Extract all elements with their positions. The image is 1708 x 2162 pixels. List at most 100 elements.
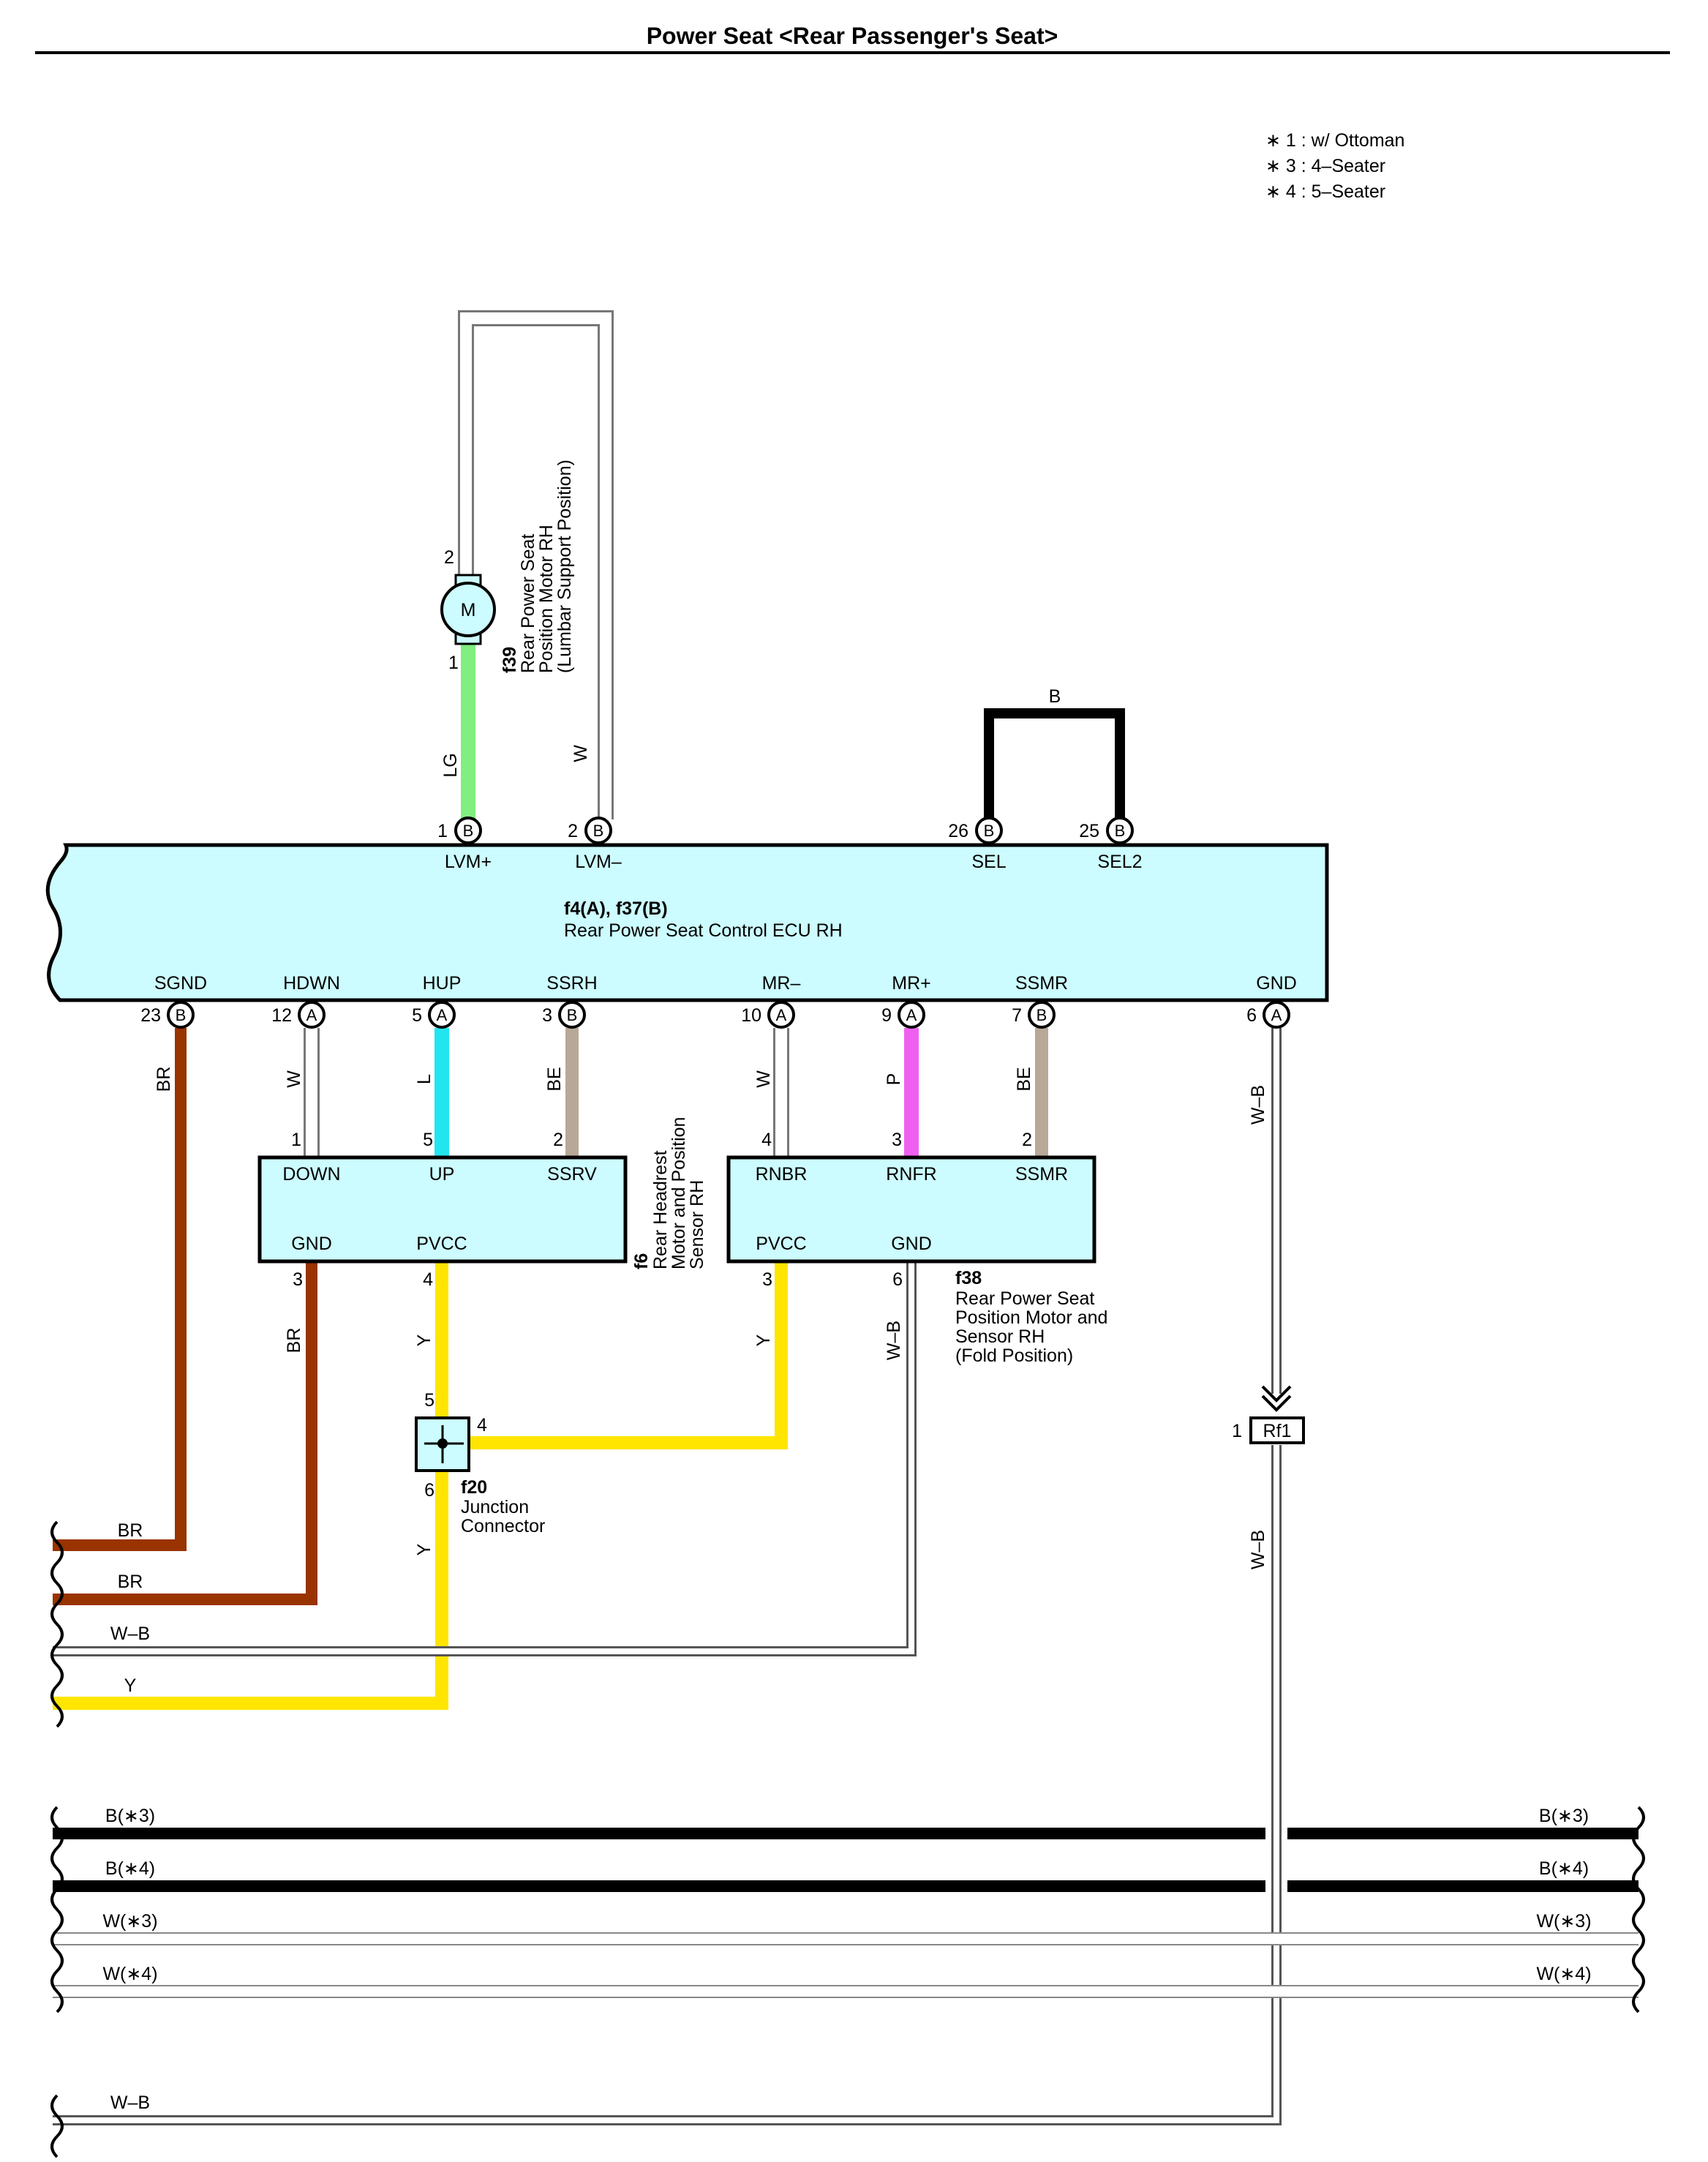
svg-text:PVCC: PVCC (416, 1234, 467, 1254)
svg-text:MR+: MR+ (892, 973, 930, 994)
ecu-bottom-pin-mr-plus: MR+ A 9 (881, 973, 931, 1029)
svg-text:10: 10 (741, 1005, 761, 1026)
motor-symbol: M (461, 600, 476, 620)
note-4-seater: ∗ 3 : 4–Seater (1265, 156, 1385, 176)
f38-name-2: Position Motor and (955, 1307, 1107, 1328)
right-break-marks (1632, 1806, 1645, 2013)
svg-text:3: 3 (762, 1269, 772, 1290)
svg-text:A: A (1271, 1006, 1282, 1024)
svg-text:SEL: SEL (971, 852, 1006, 872)
wire-label-p-mrp: P (884, 1073, 904, 1086)
wire-label-lg: LG (440, 753, 461, 777)
motor-f39-name-3: (Lumbar Support Position) (554, 459, 575, 673)
f6-label: f6 Rear Headrest Motor and Position Sens… (631, 1117, 707, 1269)
svg-text:SGND: SGND (154, 973, 207, 994)
ecu-top-pin-lvm-minus: B 2 LVM– (568, 817, 622, 872)
ecu-bottom-pin-gnd: GND A 6 (1246, 973, 1297, 1029)
wire-label-wb-rf1: W–B (1248, 1530, 1268, 1569)
svg-text:5: 5 (423, 1130, 433, 1150)
note-5-seater: ∗ 4 : 5–Seater (1265, 181, 1385, 202)
wire-y-f38-pvcc (468, 1258, 788, 1449)
svg-text:3: 3 (293, 1269, 303, 1290)
wire-label-br-f6: BR (284, 1328, 304, 1354)
left-break-marks (50, 1520, 64, 2158)
svg-text:B: B (567, 1006, 578, 1024)
f6-box (257, 1155, 628, 1264)
ecu-bottom-pin-ssrh: SSRH B 3 (542, 973, 598, 1029)
junction-pin-5: 5 (424, 1390, 434, 1411)
left-bus-wb: W–B (110, 1624, 150, 1644)
junction-f20-name-1: Junction (461, 1497, 529, 1517)
rf1-connector (1249, 1416, 1305, 1444)
f38-box (726, 1155, 1096, 1264)
wire-label-be-ssmr: BE (1014, 1067, 1034, 1091)
wire-label-l-hup: L (414, 1074, 434, 1084)
svg-text:2: 2 (568, 821, 578, 841)
wire-label-wb-f38: W–B (884, 1321, 904, 1360)
bus-b3-right-label: B(∗3) (1539, 1806, 1589, 1826)
svg-text:RNBR: RNBR (756, 1164, 808, 1185)
svg-text:HUP: HUP (423, 973, 462, 994)
svg-text:5: 5 (412, 1005, 422, 1026)
page-title: Power Seat <Rear Passenger's Seat> (647, 23, 1058, 49)
f6-name-3: Sensor RH (687, 1180, 707, 1269)
wire-w-lvm-minus (458, 310, 614, 819)
svg-text:GND: GND (291, 1234, 332, 1254)
svg-text:3: 3 (542, 1005, 552, 1026)
svg-text:UP: UP (429, 1164, 455, 1185)
svg-text:A: A (906, 1006, 917, 1024)
svg-text:B: B (984, 822, 995, 840)
bus-w3-right-label: W(∗3) (1536, 1911, 1591, 1932)
svg-text:1: 1 (291, 1130, 301, 1150)
svg-text:3: 3 (892, 1130, 902, 1150)
ecu-bottom-pin-hup: HUP A 5 (412, 973, 462, 1029)
left-bus-br-2: BR (118, 1572, 143, 1592)
svg-text:A: A (437, 1006, 448, 1024)
bus-w4-left-label: W(∗4) (102, 1964, 157, 1984)
svg-text:B: B (463, 822, 474, 840)
ecu-name: Rear Power Seat Control ECU RH (564, 920, 843, 941)
ecu-top-pin-sel2: B 25 SEL2 (1079, 817, 1143, 872)
wire-label-be-ssrh: BE (544, 1067, 565, 1091)
motor-pin-1: 1 (448, 653, 459, 673)
wire-br-f6-gnd (53, 1258, 317, 1605)
ecu-bottom-pin-mr-minus: MR– A 10 (741, 973, 800, 1029)
svg-text:LVM+: LVM+ (445, 852, 492, 872)
bus-w4-right-label: W(∗4) (1536, 1964, 1591, 1984)
f38-pins: 4 RNBR 3 RNFR 2 SSMR PVCC 3 GND 6 (756, 1130, 1069, 1290)
f38-name-4: (Fold Position) (955, 1345, 1073, 1366)
wire-label-y-f20: Y (414, 1543, 434, 1555)
svg-text:LVM–: LVM– (575, 852, 622, 872)
svg-text:B: B (1037, 1006, 1047, 1024)
wire-label-w-hdwn: W (284, 1070, 304, 1088)
svg-text:RNFR: RNFR (886, 1164, 936, 1185)
ecu-bottom-pin-ssmr: SSMR B 7 (1012, 973, 1068, 1029)
wire-label-b-sel: B (1049, 686, 1061, 707)
svg-text:DOWN: DOWN (282, 1164, 340, 1185)
svg-text:A: A (306, 1006, 317, 1024)
svg-text:9: 9 (881, 1005, 892, 1026)
f38-id: f38 (955, 1268, 982, 1288)
ecu-top-pin-sel: B 26 SEL (948, 817, 1007, 872)
f38-name-3: Sensor RH (955, 1326, 1045, 1347)
svg-text:26: 26 (948, 821, 968, 841)
note-ottoman: ∗ 1 : w/ Ottoman (1265, 130, 1404, 151)
svg-text:B: B (593, 822, 604, 840)
motor-pin-2: 2 (444, 547, 454, 568)
wire-label-br-sgnd: BR (154, 1067, 174, 1092)
f6-pins: 1 DOWN 5 UP 2 SSRV GND 3 PVCC 4 (282, 1130, 597, 1290)
bus-w3-left-label: W(∗3) (102, 1911, 157, 1932)
svg-text:SSMR: SSMR (1015, 973, 1068, 994)
ecu-top-pin-lvm-plus: B 1 LVM+ (437, 817, 492, 872)
f38-name-1: Rear Power Seat (955, 1288, 1094, 1309)
svg-text:GND: GND (1256, 973, 1297, 994)
svg-text:4: 4 (423, 1269, 433, 1290)
svg-text:6: 6 (892, 1269, 903, 1290)
rf1-pin: 1 (1232, 1421, 1242, 1441)
svg-text:23: 23 (140, 1005, 161, 1026)
svg-text:GND: GND (891, 1234, 932, 1254)
svg-text:6: 6 (1246, 1005, 1257, 1026)
rf1-arrow (1261, 1385, 1292, 1412)
svg-text:2: 2 (553, 1130, 563, 1150)
